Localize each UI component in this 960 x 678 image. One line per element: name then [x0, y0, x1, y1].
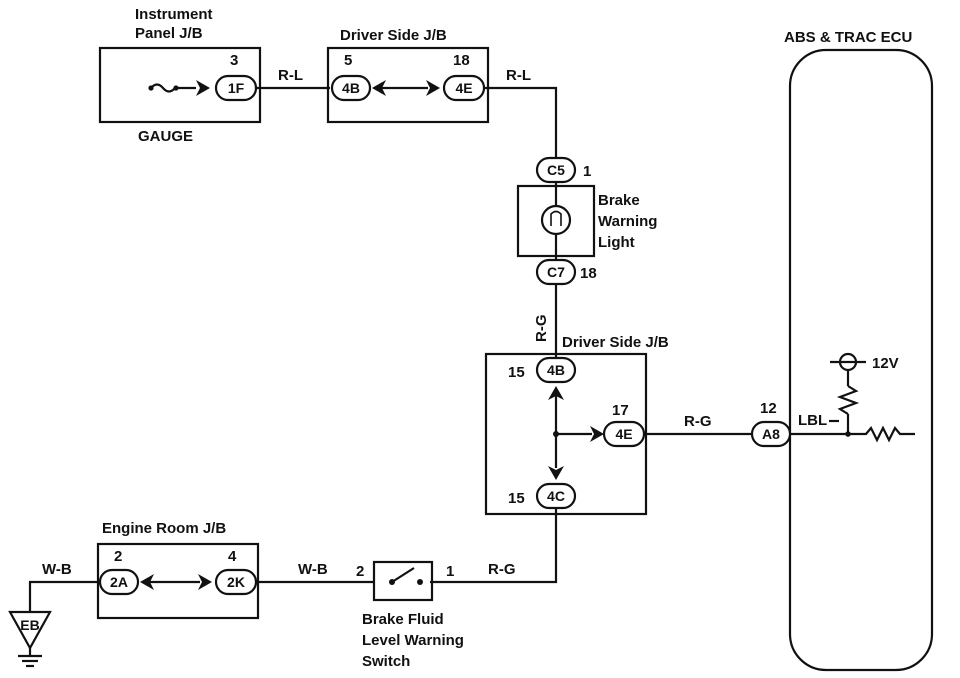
connector-A8-label: A8 — [762, 426, 780, 442]
driver-jb-mid-title: Driver Side J/B — [562, 334, 669, 351]
instrument-jb-title-1: Instrument — [135, 6, 213, 23]
brake-light-pin-top: 1 — [583, 163, 591, 180]
wire-label-rg-switch: R-G — [488, 561, 516, 578]
wire-label-wb-left: W-B — [42, 561, 72, 578]
driver-jb-top-pin-left: 5 — [344, 52, 352, 69]
connector-arrow-icon — [590, 426, 604, 442]
driver-jb-mid-pin-bottom: 15 — [508, 490, 525, 507]
connector-arrow-icon — [426, 80, 440, 96]
connector-2K — [214, 568, 258, 596]
brake-light-label-3: Light — [598, 234, 635, 251]
switch-label-2: Level Warning — [362, 632, 464, 649]
switch-icon — [389, 567, 423, 585]
connector-4B-mid — [535, 356, 577, 384]
connector-4B-top-label: 4B — [342, 80, 360, 96]
driver-jb-mid-pin-right: 17 — [612, 402, 629, 419]
switch-label-1: Brake Fluid — [362, 611, 444, 628]
connector-arrow-icon — [548, 466, 564, 480]
connector-arrow-icon — [198, 574, 212, 590]
driver-jb-top-box — [326, 46, 490, 124]
switch-pin-right: 1 — [446, 563, 454, 580]
instrument-jb-pin: 3 — [230, 52, 238, 69]
connector-A8 — [750, 420, 792, 448]
ecu-supply-label: 12V — [872, 355, 899, 372]
ecu-signal-label: LBL — [798, 412, 827, 429]
connector-arrow-icon — [196, 80, 210, 96]
connector-arrow-icon — [140, 574, 154, 590]
pullup-resistor-icon — [836, 385, 860, 415]
connector-arrow-icon — [548, 386, 564, 400]
brake-light-label-2: Warning — [598, 213, 657, 230]
instrument-jb-title-2: Panel J/B — [135, 25, 203, 42]
instrument-jb-box — [98, 46, 262, 124]
connector-C5-label: C5 — [547, 162, 565, 178]
driver-jb-top-pin-right: 18 — [453, 52, 470, 69]
engine-jb-pin-right: 4 — [228, 548, 237, 565]
switch-pin-left: 2 — [356, 563, 364, 580]
ground-label: EB — [20, 617, 39, 633]
driver-jb-mid-pin-top: 15 — [508, 364, 525, 381]
connector-4B-mid-label: 4B — [547, 362, 565, 378]
connector-C7-label: C7 — [547, 264, 565, 280]
ground-icon — [8, 610, 52, 668]
connector-4E-mid-label: 4E — [615, 426, 632, 442]
brake-light-pin-bottom: 18 — [580, 265, 597, 282]
connector-4B-top — [330, 74, 372, 102]
wire-label-rl-1: R-L — [278, 67, 303, 84]
connector-2K-label: 2K — [227, 574, 245, 590]
wire-label-wb-mid: W-B — [298, 561, 328, 578]
gauge-label: GAUGE — [138, 128, 193, 145]
switch-box — [372, 560, 434, 602]
warning-lamp-icon — [540, 204, 572, 236]
brake-light-label-1: Brake — [598, 192, 640, 209]
input-resistor-icon — [848, 425, 915, 443]
engine-jb-title: Engine Room J/B — [102, 520, 226, 537]
wire-label-rg-ecu: R-G — [684, 413, 712, 430]
ecu-pullup-circuit — [830, 352, 915, 443]
engine-jb-pin-left: 2 — [114, 548, 122, 565]
ecu-title: ABS & TRAC ECU — [784, 29, 912, 46]
ecu-body — [788, 48, 934, 672]
connector-arrow-icon — [372, 80, 386, 96]
ecu-pin: 12 — [760, 400, 777, 417]
connector-4E-top-label: 4E — [455, 80, 472, 96]
switch-label-3: Switch — [362, 653, 410, 670]
driver-jb-top-title: Driver Side J/B — [340, 27, 447, 44]
connector-2A-label: 2A — [110, 574, 128, 590]
wire-label-rg-vertical: R-G — [533, 315, 550, 343]
connector-4C-label: 4C — [547, 488, 565, 504]
connector-1F-label: 1F — [228, 80, 245, 96]
wire-label-rl-2: R-L — [506, 67, 531, 84]
gauge-fuse-icon — [148, 83, 196, 93]
